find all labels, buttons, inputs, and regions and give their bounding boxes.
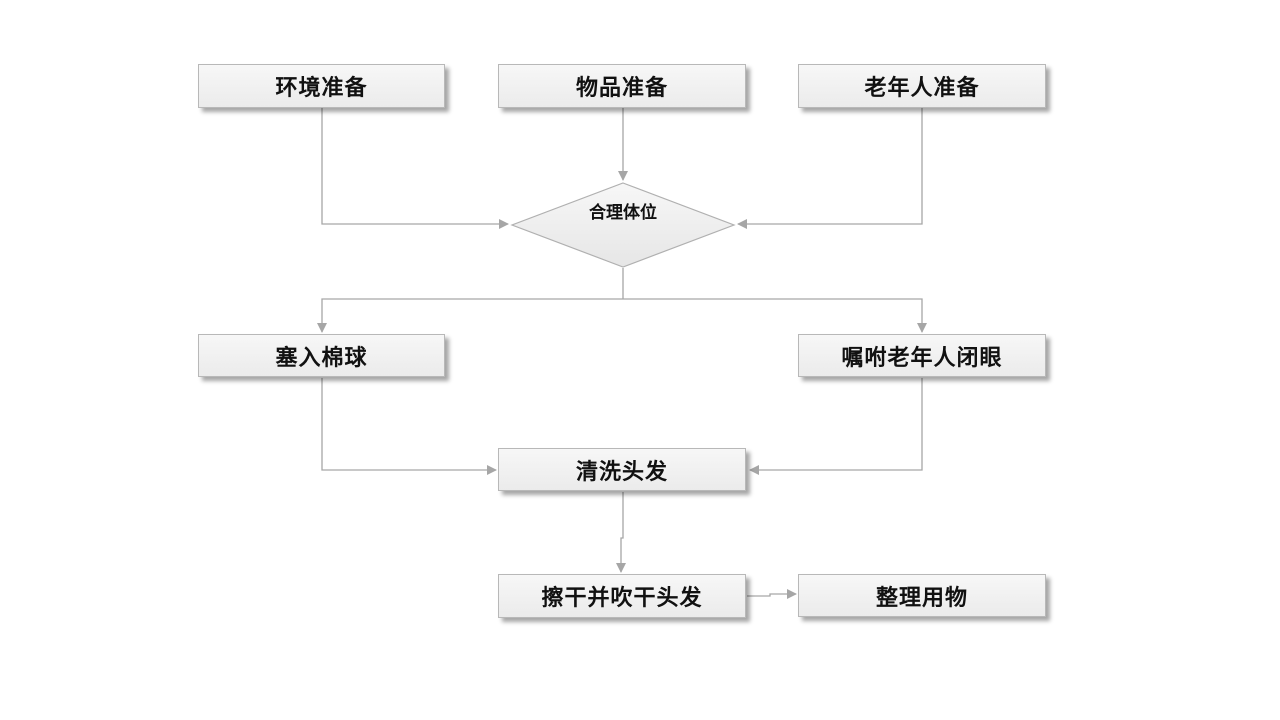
node-close-eyes-label: 嘱咐老年人闭眼 [841,345,1003,371]
edge-dry-to-tidy [747,589,797,599]
node-tidy: 整理用物 [798,574,1046,617]
node-wash-label: 清洗头发 [575,459,668,485]
node-position: 合理体位 [510,182,736,268]
node-item-prep-label: 物品准备 [575,76,668,101]
node-dry-label: 擦干并吹干头发 [541,586,703,611]
node-dry: 擦干并吹干头发 [498,574,746,618]
edge-position-to-close-eyes [623,298,927,333]
node-position-label: 合理体位 [589,203,657,223]
edge-wash-to-dry [616,492,626,573]
node-env-prep: 环境准备 [198,64,445,108]
node-close-eyes: 嘱咐老年人闭眼 [798,334,1046,377]
edge-elder-to-position [737,108,923,229]
node-elder-prep-label: 老年人准备 [864,76,980,101]
edge-close-eyes-to-wash [749,378,923,475]
edge-cotton-to-wash [321,378,497,475]
node-tidy-label: 整理用物 [875,585,968,611]
node-wash: 清洗头发 [498,448,746,491]
edge-env-to-position [321,108,509,229]
node-cotton: 塞入棉球 [198,334,445,377]
node-elder-prep: 老年人准备 [798,64,1046,108]
decision-diamond-shape [510,182,736,268]
node-item-prep: 物品准备 [498,64,746,108]
node-cotton-label: 塞入棉球 [275,345,368,371]
edge-position-to-cotton [317,298,623,333]
node-env-prep-label: 环境准备 [275,76,368,101]
